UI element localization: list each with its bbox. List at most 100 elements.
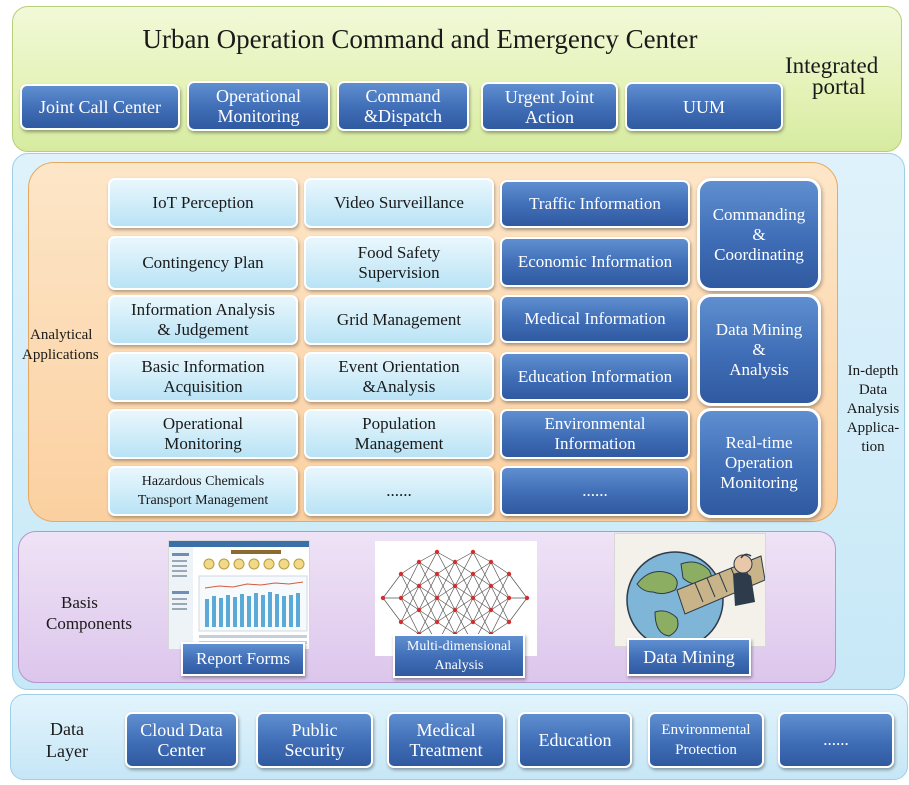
analytical-applications-label: Analytical Applications [22, 327, 99, 363]
network-node [416, 583, 422, 589]
report-forms-caption: Report Forms [181, 642, 305, 676]
network-node [488, 583, 494, 589]
network-edge [490, 597, 510, 635]
network-edge [436, 551, 456, 563]
network-edge [454, 551, 474, 587]
network-edge [400, 561, 420, 575]
network-edge [490, 573, 510, 587]
data-mining-illustration [615, 534, 765, 646]
data-mining-image [614, 533, 766, 647]
app-data-mining-analysis: Data Mining&Analysis [697, 294, 821, 406]
network-edge [418, 551, 438, 587]
network-edge [418, 573, 438, 587]
network-edge [472, 561, 492, 575]
app-iot-perception: IoT Perception [108, 178, 298, 228]
network-node [416, 559, 422, 565]
app-more-light: ...... [304, 466, 494, 516]
network-edge [382, 597, 402, 623]
network-node [452, 583, 458, 589]
data-layer-label: Data Layer [46, 719, 88, 761]
network-edge [454, 597, 474, 635]
portal-uum: UUM [625, 82, 783, 131]
network-node [470, 619, 476, 625]
network-edge [490, 573, 510, 611]
basis-components-label: Basis Components [46, 593, 132, 633]
network-node [470, 595, 476, 601]
network-node [470, 549, 476, 555]
network-node [452, 607, 458, 613]
network-edge [454, 597, 474, 611]
app-event-orientation: Event Orientation&Analysis [304, 352, 494, 402]
network-edge [508, 573, 528, 599]
network-node [416, 607, 422, 613]
network-node [398, 595, 404, 601]
network-edge [382, 573, 402, 599]
network-edge [436, 585, 456, 599]
app-commanding-coordinating: Commanding&Coordinating [697, 178, 821, 291]
network-edge [418, 621, 438, 635]
network-edge [472, 621, 492, 635]
network-edge [508, 597, 528, 623]
network-node [434, 571, 440, 577]
app-information-analysis: Information Analysis& Judgement [108, 295, 298, 345]
network-edge [436, 621, 456, 635]
report-dashboard-graphic [169, 541, 309, 649]
network-edge [400, 561, 420, 599]
in-depth-data-analysis-label: In-depth Data Analysis Applica- tion [846, 363, 900, 455]
network-node [488, 607, 494, 613]
report-forms-image [168, 540, 310, 650]
network-edge [454, 573, 474, 587]
portal-joint-call-center: Joint Call Center [20, 84, 180, 130]
network-edge [436, 551, 456, 587]
network-edge [472, 609, 492, 623]
network-node [434, 549, 440, 555]
network-edge [454, 561, 474, 575]
network-edge [400, 585, 420, 623]
network-node [506, 619, 512, 625]
network-edge [472, 561, 492, 599]
network-edge [490, 597, 510, 611]
network-node [470, 571, 476, 577]
network-node [398, 571, 404, 577]
network-node [488, 559, 494, 565]
network-edge [400, 585, 420, 599]
data-more: ...... [778, 712, 894, 768]
network-edge [490, 561, 510, 575]
network-edge [454, 573, 474, 611]
app-grid-management: Grid Management [304, 295, 494, 345]
network-node [452, 559, 458, 565]
network-graph [380, 549, 530, 647]
app-education-information: Education Information [500, 352, 690, 401]
integrated-portal-label-line2: portal [812, 74, 866, 99]
network-edge [454, 621, 474, 635]
network-node [524, 595, 530, 601]
network-edge [418, 597, 438, 635]
network-edge [472, 585, 492, 599]
portal-title: Urban Operation Command and Emergency Ce… [142, 24, 698, 54]
network-node [398, 619, 404, 625]
network-edge [400, 621, 420, 635]
network-edge [436, 609, 456, 623]
network-edge [436, 561, 456, 575]
network-node [506, 571, 512, 577]
portal-command-dispatch: Command&Dispatch [337, 81, 469, 131]
network-edge [472, 551, 492, 563]
network-edge [400, 609, 420, 623]
app-video-surveillance: Video Surveillance [304, 178, 494, 228]
network-edge [454, 551, 474, 563]
integrated-portal-label-line1: Integrated [785, 53, 879, 78]
app-contingency-plan: Contingency Plan [108, 236, 298, 290]
network-node [380, 595, 386, 601]
data-education: Education [518, 712, 632, 768]
integrated-portal-label: Integrated portal [785, 53, 905, 99]
